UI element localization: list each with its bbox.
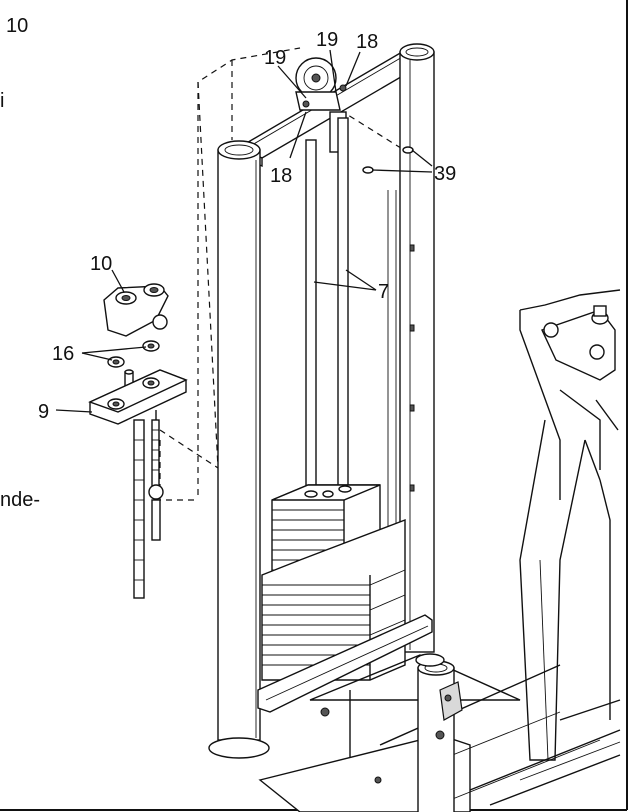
press-arm-assembly: [519, 289, 621, 761]
weight-bracket-exploded: [88, 283, 188, 599]
instruction-fragment-2: nde-: [0, 489, 40, 511]
callout-labels: 10 16 9 7 19 19 18 18 39: [38, 29, 456, 423]
callout-7: 7: [378, 281, 389, 303]
callout-19-left: 19: [264, 47, 286, 69]
guide-rods: [305, 117, 349, 503]
alignment-dashed-lines: [159, 47, 421, 501]
step-number: 10: [6, 15, 28, 37]
callout-19-right: 19: [316, 29, 338, 51]
callout-18-top: 18: [356, 31, 378, 53]
callout-9: 9: [38, 401, 49, 423]
weight-stack: [257, 484, 433, 713]
left-upright: [208, 140, 270, 759]
instruction-fragment-1: i: [0, 90, 4, 112]
callout-18-bottom: 18: [270, 165, 292, 187]
callout-16: 16: [52, 343, 74, 365]
front-post: [415, 653, 463, 812]
callout-39: 39: [434, 163, 456, 185]
callout-10: 10: [90, 253, 112, 275]
callout-leaders: [55, 49, 433, 413]
